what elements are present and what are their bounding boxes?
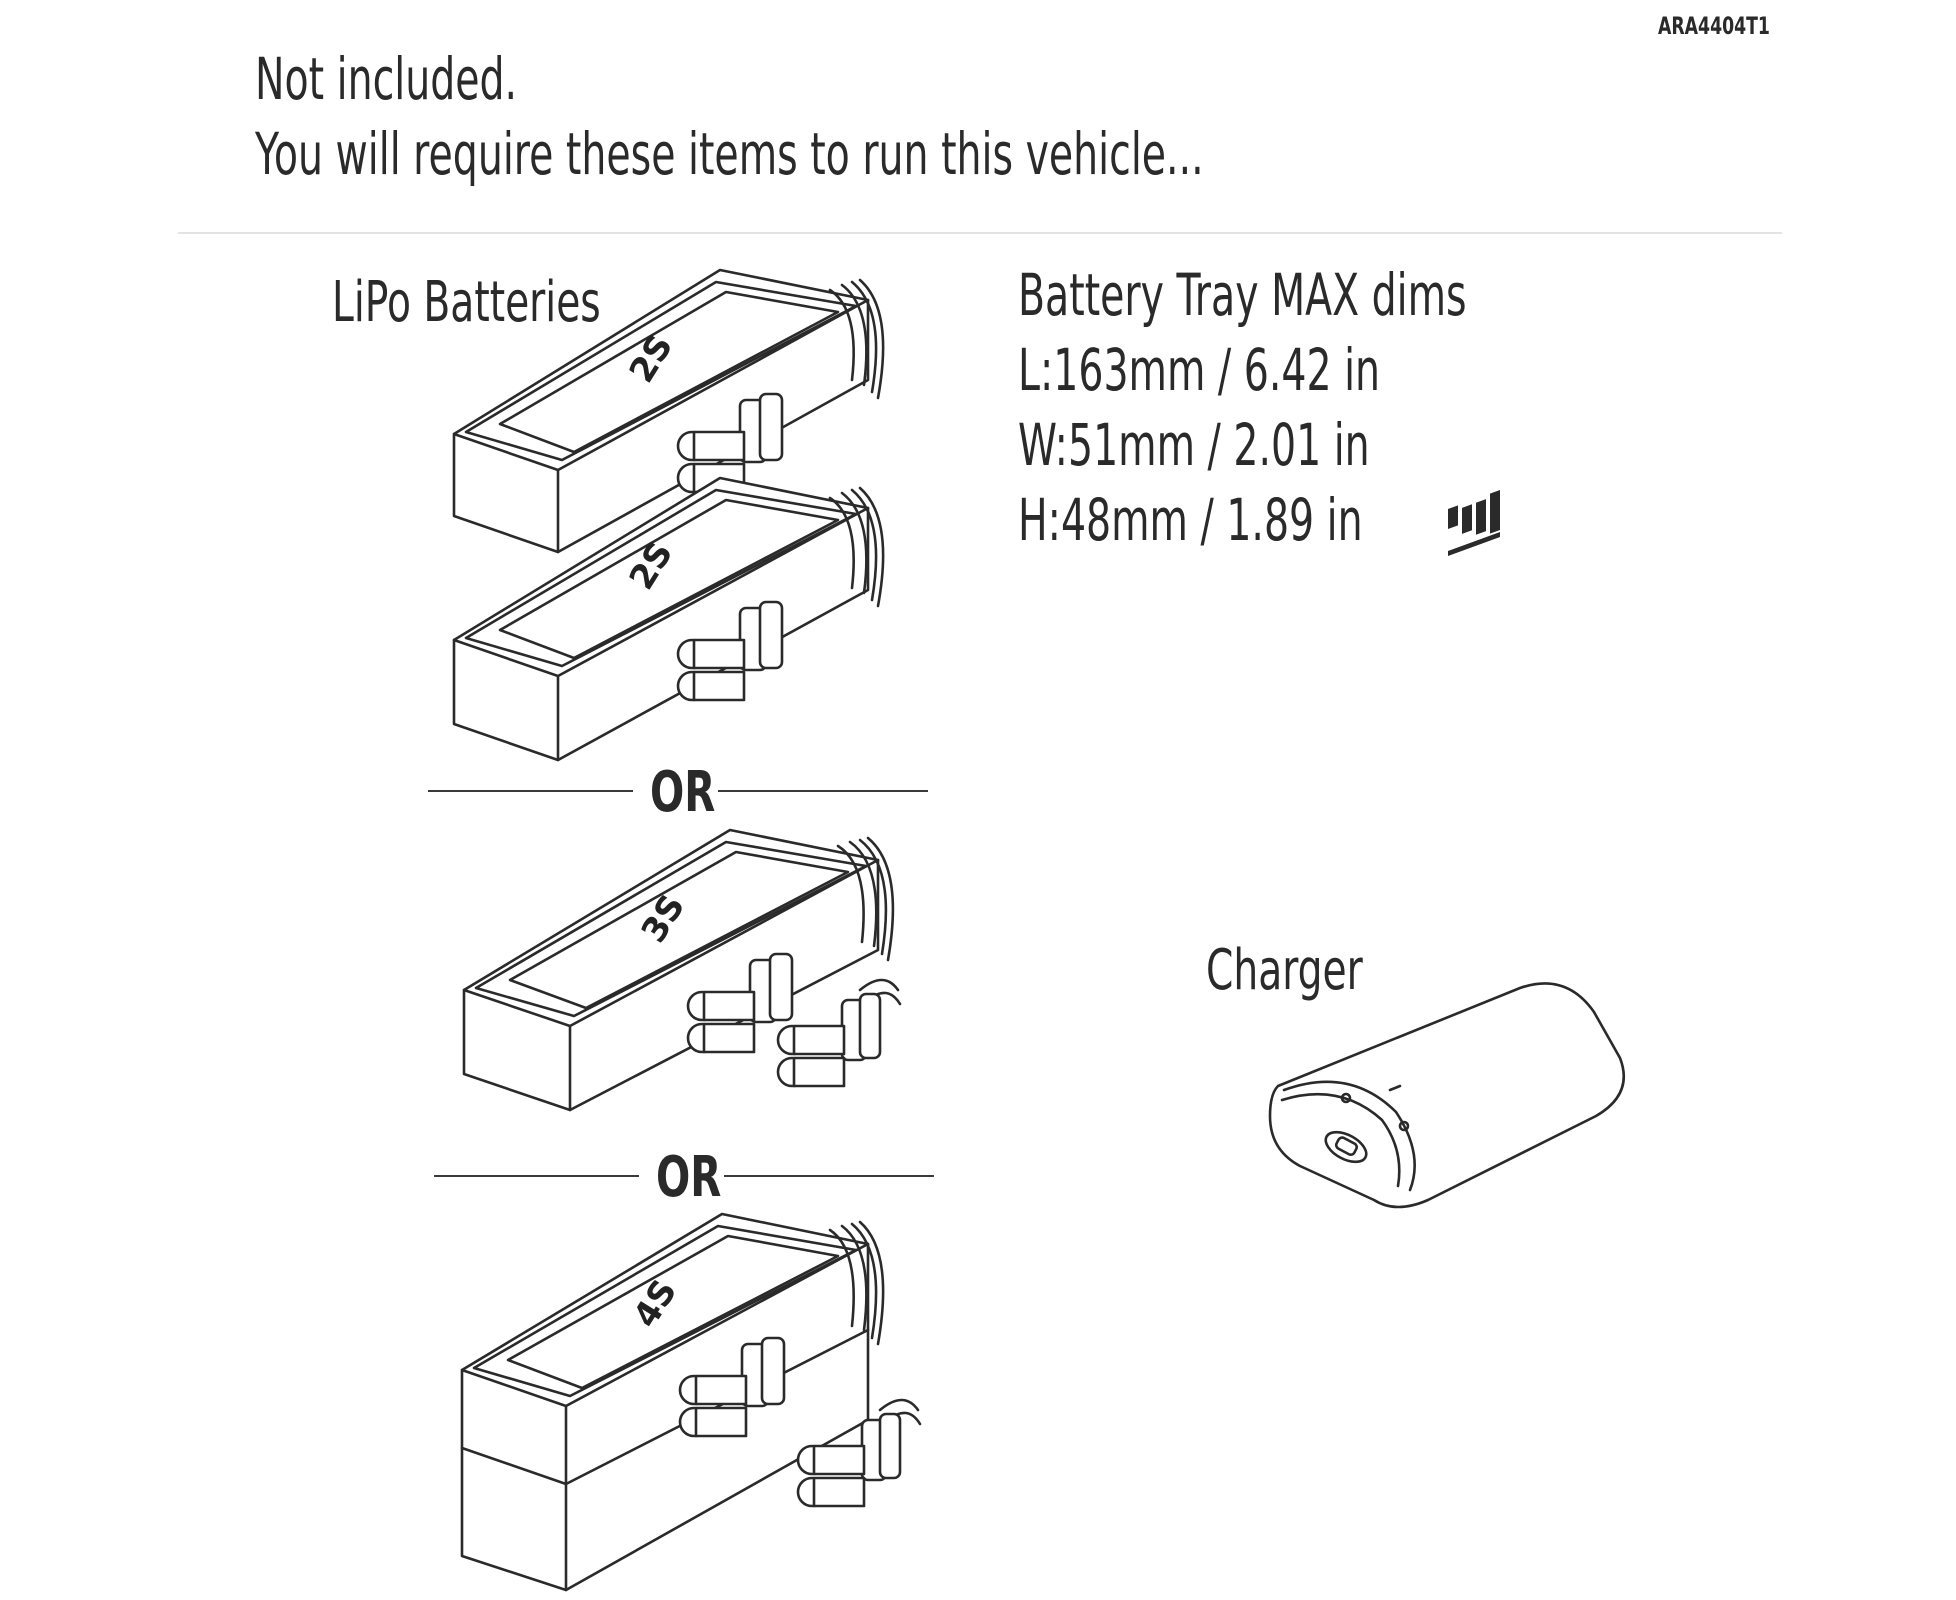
tray-length: L:163mm / 6.42 in	[1018, 336, 1381, 404]
charger-title: Charger	[1206, 938, 1363, 1003]
battery-tray-dims: Battery Tray MAX dims L:163mm / 6.42 in …	[1018, 258, 1678, 558]
header-requirement: You will require these items to run this…	[255, 120, 1204, 188]
header-not-included: Not included.	[255, 45, 518, 113]
tray-title: Battery Tray MAX dims	[1018, 261, 1467, 329]
or-separator-1: OR	[428, 760, 928, 825]
charger-illustration	[1268, 490, 1625, 1209]
charger-logo-icon	[1448, 490, 1500, 556]
lipo-batteries-title: LiPo Batteries	[332, 270, 601, 335]
or-label: OR	[650, 760, 716, 825]
tray-width: W:51mm / 2.01 in	[1018, 411, 1370, 479]
battery-2s-bottom: 2S	[452, 476, 885, 762]
battery-3s: 3S	[462, 828, 902, 1112]
tray-height: H:48mm / 1.89 in	[1018, 486, 1363, 554]
battery-4s: 4S	[460, 1212, 922, 1592]
or-label: OR	[656, 1145, 722, 1210]
or-separator-2: OR	[434, 1145, 934, 1210]
header-divider	[178, 232, 1782, 234]
battery-2s-top: 2S	[452, 268, 885, 554]
part-code: ARA4404T1	[1658, 12, 1770, 40]
